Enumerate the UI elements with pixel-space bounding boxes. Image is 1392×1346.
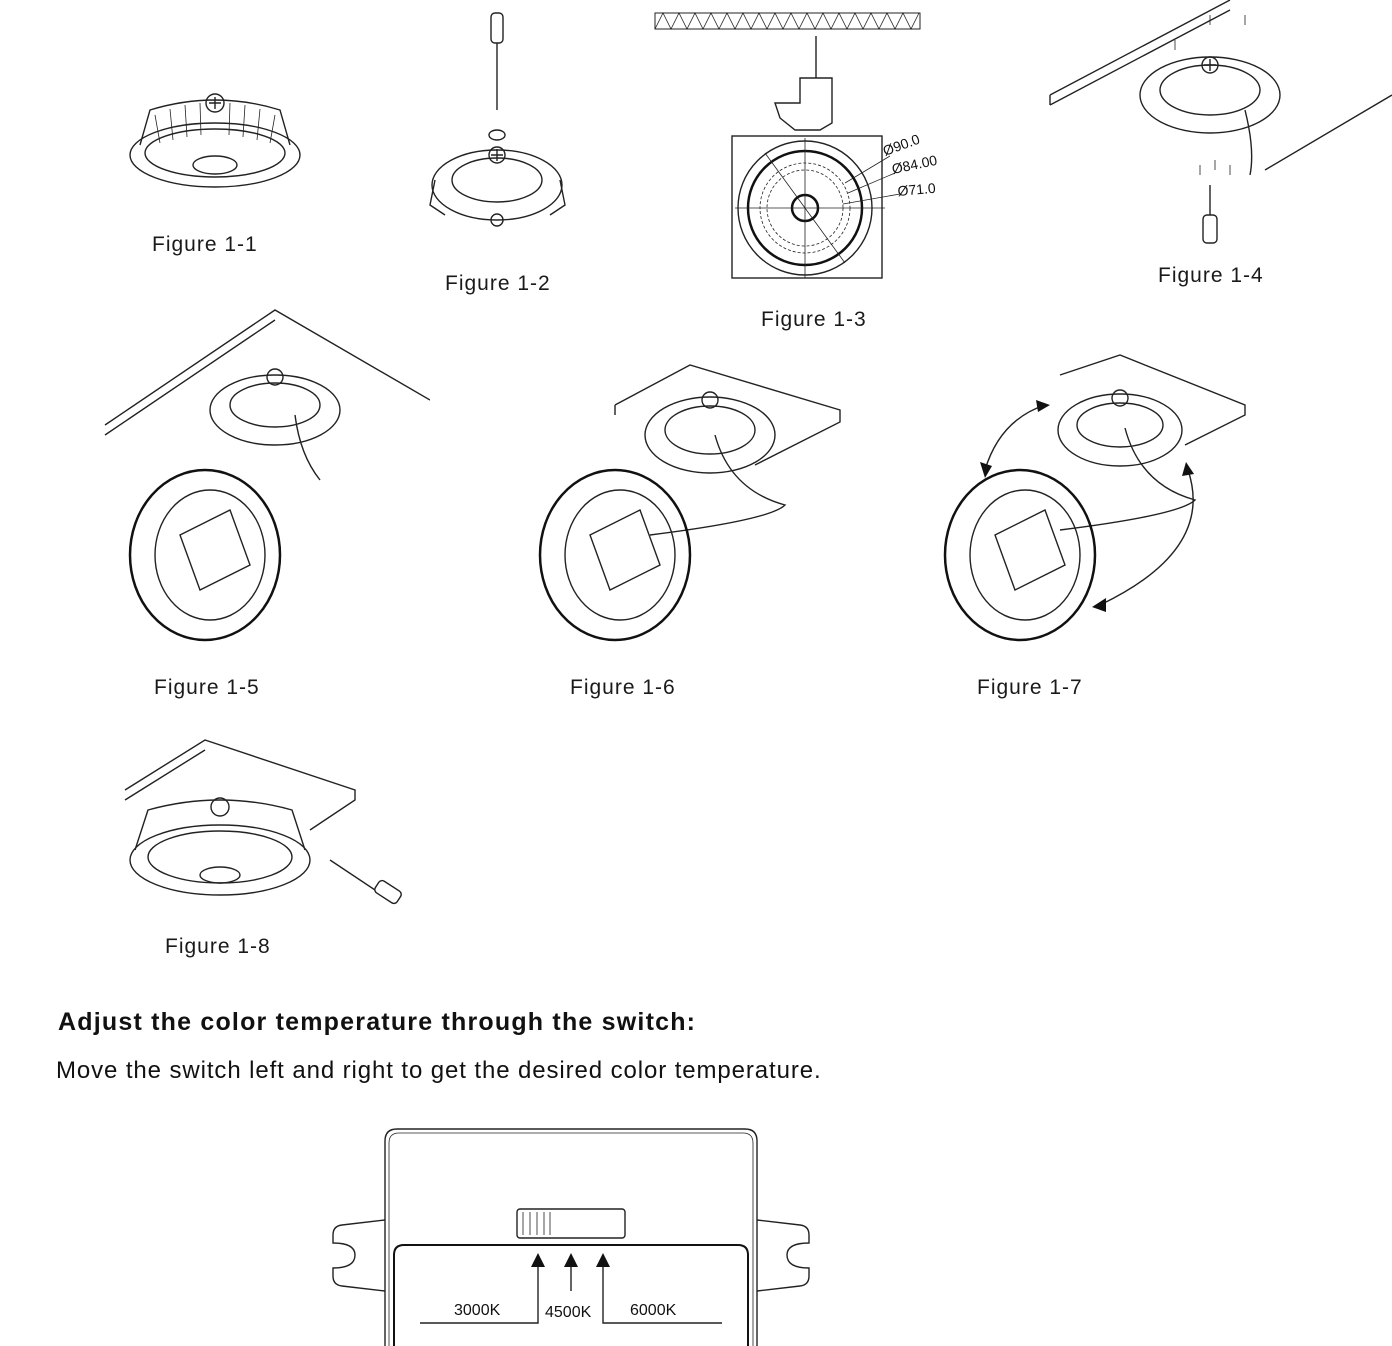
- dimension-84: Ø84.00: [890, 152, 938, 177]
- figure-1-2-drawing: [425, 10, 575, 240]
- dimension-90: Ø90.0: [881, 131, 923, 159]
- figure-1-3-drawing: Ø90.0 Ø84.00 Ø71.0: [650, 8, 960, 283]
- color-temperature-switch-diagram: 3000K 4500K 6000K: [330, 1125, 812, 1346]
- figure-1-2-caption: Figure 1-2: [445, 272, 551, 295]
- figure-1-1-caption: Figure 1-1: [152, 233, 258, 256]
- figure-1-6-drawing: [530, 360, 850, 650]
- section-heading: Adjust the color temperature through the…: [58, 1008, 697, 1036]
- figure-1-1-drawing: [125, 85, 305, 195]
- figure-1-7-caption: Figure 1-7: [977, 676, 1083, 699]
- figure-1-3-caption: Figure 1-3: [761, 308, 867, 331]
- figure-1-5-drawing: [100, 305, 430, 650]
- figure-1-5-caption: Figure 1-5: [154, 676, 260, 699]
- figure-1-7-drawing: [940, 350, 1260, 650]
- section-instruction: Move the switch left and right to get th…: [56, 1057, 822, 1084]
- figure-1-4-caption: Figure 1-4: [1158, 264, 1264, 287]
- figure-1-8-caption: Figure 1-8: [165, 935, 271, 958]
- option-3000k: 3000K: [454, 1302, 501, 1319]
- slide-switch[interactable]: [516, 1208, 626, 1239]
- option-6000k: 6000K: [630, 1302, 677, 1319]
- figure-1-4-drawing: [1045, 0, 1392, 250]
- dimension-71: Ø71.0: [897, 180, 937, 199]
- option-4500k: 4500K: [545, 1304, 592, 1321]
- figure-1-6-caption: Figure 1-6: [570, 676, 676, 699]
- figure-1-8-drawing: [120, 735, 410, 920]
